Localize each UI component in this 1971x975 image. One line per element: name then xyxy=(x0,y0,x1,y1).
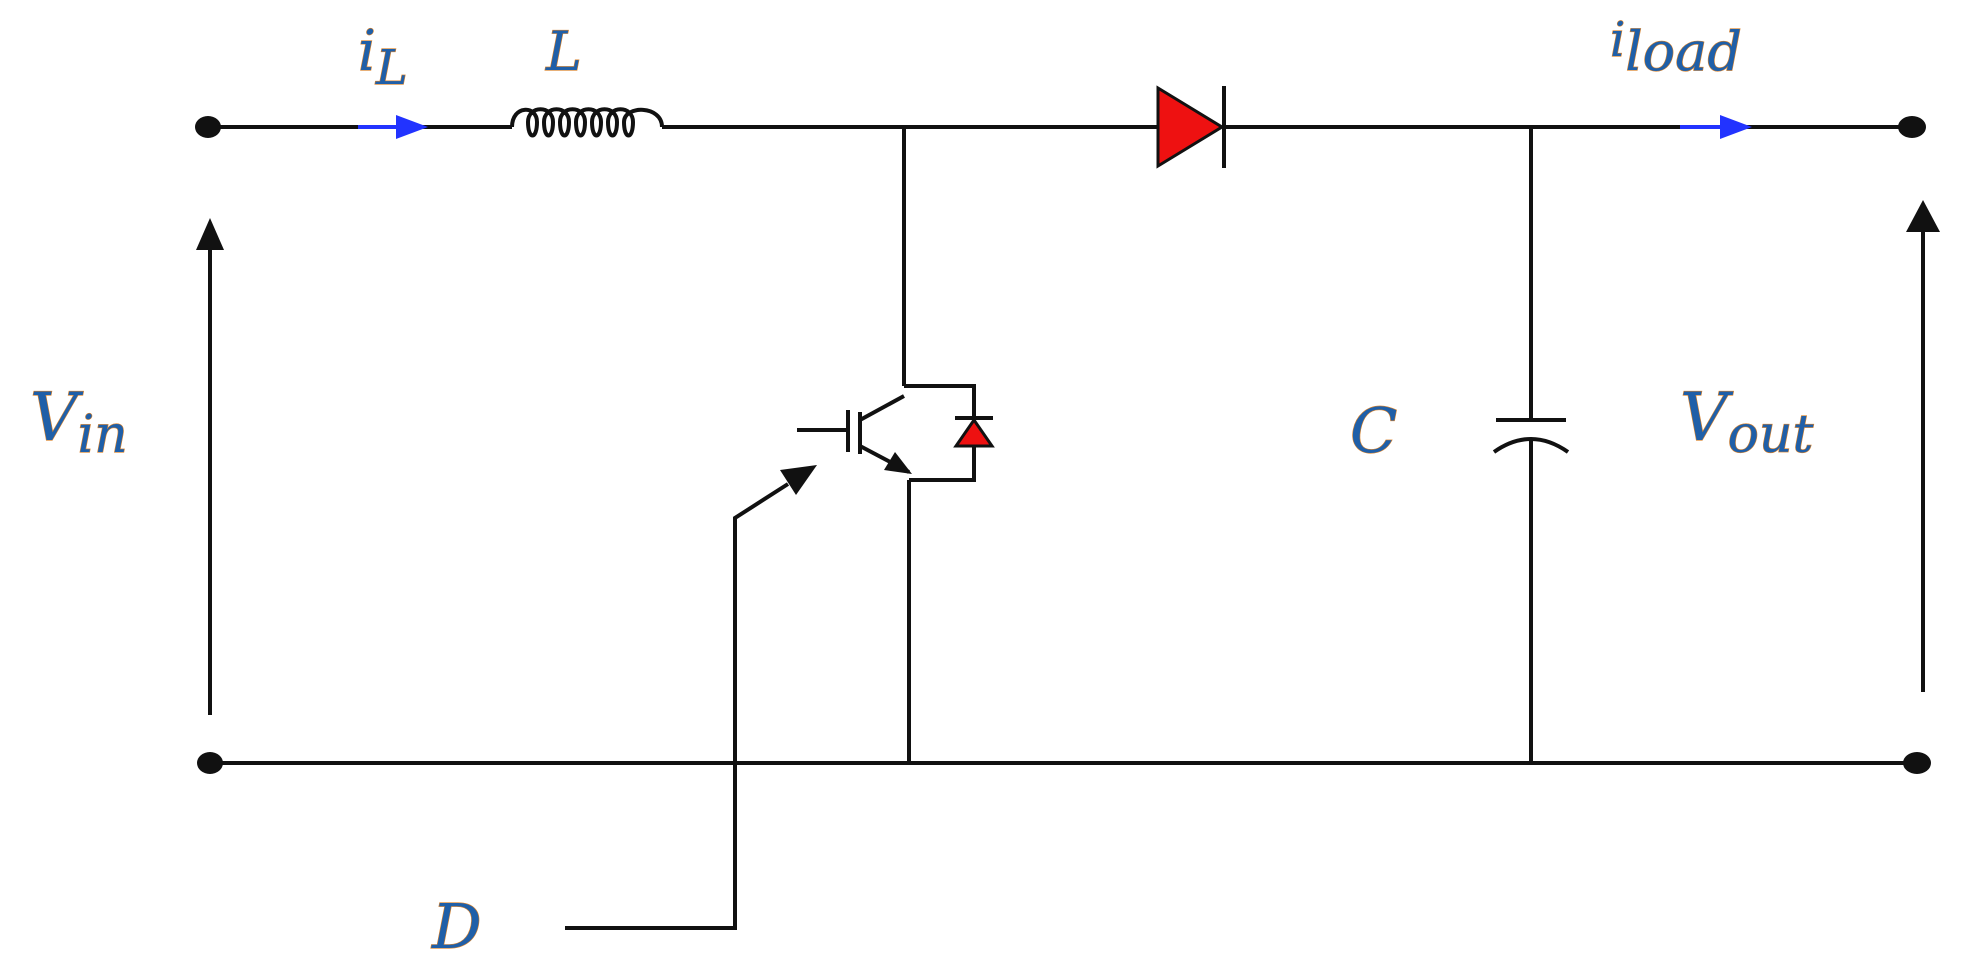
label-duty: D xyxy=(431,890,482,963)
current-arrow-iload-head xyxy=(1720,115,1752,139)
terminal-dot-in-top xyxy=(195,116,221,138)
label-il-main: i xyxy=(358,19,376,84)
label-iload: iload xyxy=(1610,12,1742,83)
current-arrow-iload xyxy=(1680,115,1752,139)
circuit-wires xyxy=(208,125,1917,765)
label-vin-main: V xyxy=(30,379,84,456)
label-il: iL xyxy=(358,19,408,96)
label-vout-main: V xyxy=(1680,379,1734,456)
label-il-sub: L xyxy=(375,40,408,96)
terminals xyxy=(195,116,1931,774)
vin-arrow xyxy=(196,218,224,715)
diode-triangle xyxy=(1156,85,1225,169)
terminal-dot-out-top xyxy=(1898,116,1926,138)
label-iload-sub: load xyxy=(1625,20,1742,83)
current-arrow-il-head xyxy=(396,115,428,139)
current-arrow-il xyxy=(358,115,428,139)
vout-arrow-head xyxy=(1906,200,1940,232)
label-inductor: L xyxy=(545,20,582,83)
label-capacitor: C xyxy=(1350,394,1397,467)
freewheel-diode-triangle xyxy=(953,417,995,448)
terminal-dot-out-bottom xyxy=(1903,752,1931,774)
vout-arrow xyxy=(1906,200,1940,692)
capacitor-icon xyxy=(1492,418,1570,454)
collector-lead xyxy=(859,394,905,422)
duty-pointer xyxy=(565,465,817,930)
duty-pointer-head xyxy=(780,465,817,495)
diode-icon xyxy=(1156,85,1226,169)
label-vin-sub: in xyxy=(78,405,128,465)
label-iload-main: i xyxy=(1610,12,1625,68)
vin-arrow-head xyxy=(196,218,224,250)
emitter-arrowhead xyxy=(884,452,912,474)
duty-pointer-line xyxy=(565,482,790,930)
terminal-dot-in-bottom xyxy=(197,752,223,774)
bypass-loop-bottom xyxy=(909,446,976,482)
label-vout-sub: out xyxy=(1728,405,1814,465)
label-vout: Vout xyxy=(1680,379,1813,465)
inductor-icon xyxy=(510,107,664,138)
bypass-loop-top xyxy=(904,384,976,418)
capacitor-plate-bottom xyxy=(1492,437,1570,454)
igbt-switch-icon xyxy=(797,384,976,482)
freewheel-diode-icon xyxy=(953,416,995,448)
label-vin: Vin xyxy=(30,379,128,465)
